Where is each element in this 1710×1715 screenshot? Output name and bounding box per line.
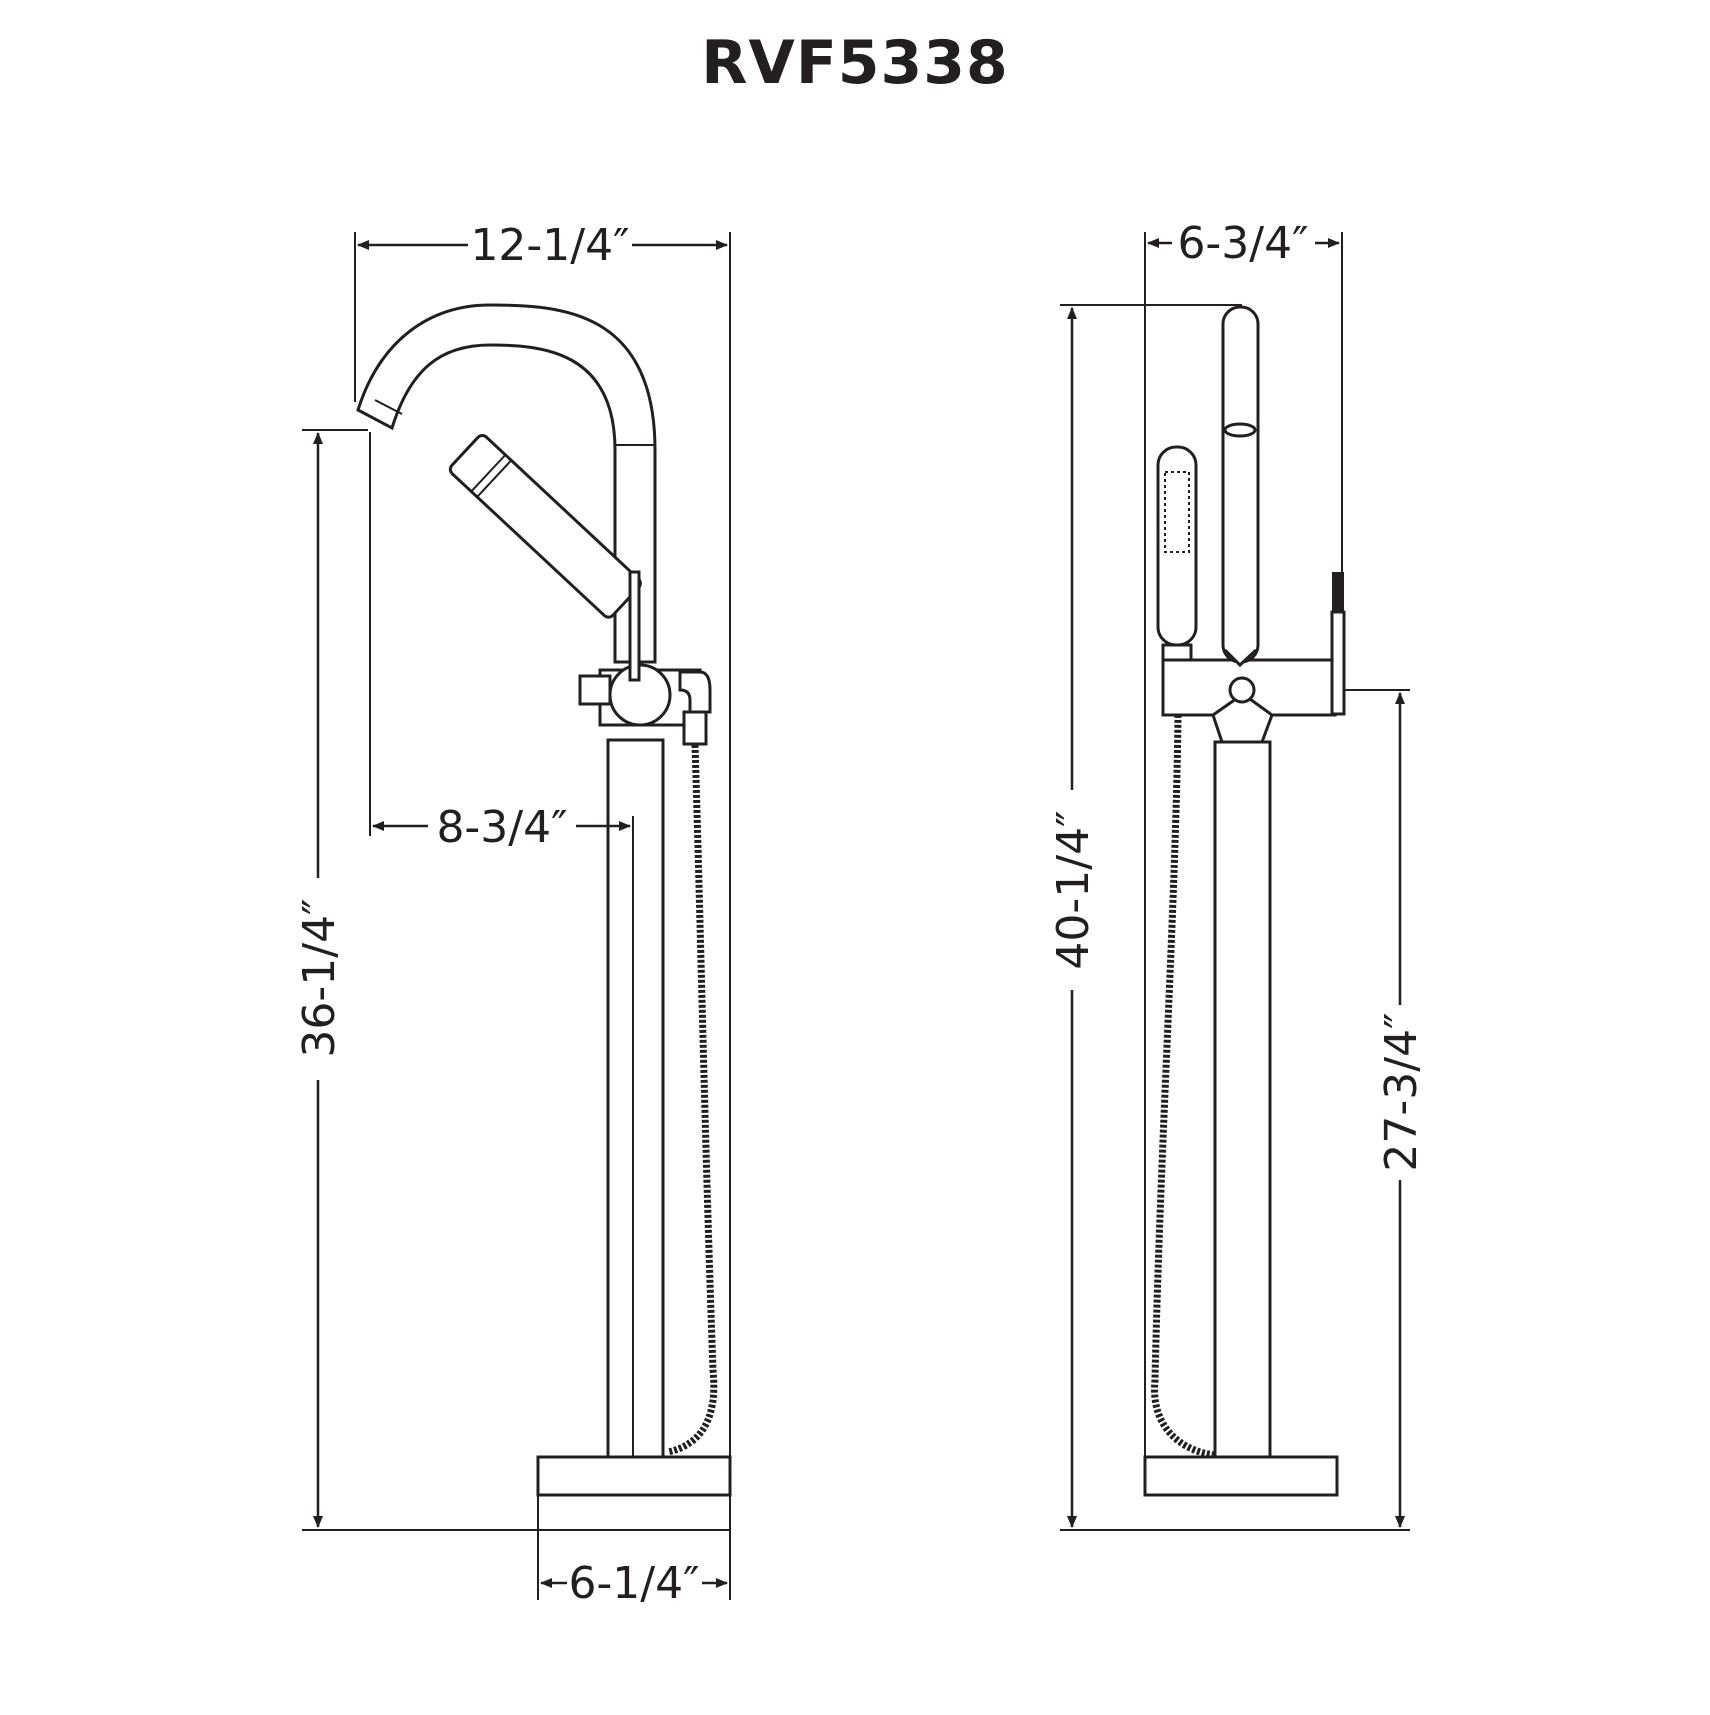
side-hose: [1151, 714, 1216, 1459]
front-spout-tip-seam: [374, 399, 403, 415]
front-spout: [356, 303, 657, 664]
side-spout-joint: [1223, 648, 1258, 668]
side-valve-knob: [1228, 676, 1256, 704]
dim-depth: 6-3/4″: [1177, 218, 1308, 269]
side-lever-handle: [1330, 610, 1346, 716]
front-hand-shower: [448, 434, 642, 619]
model-title: RVF5338: [701, 28, 1009, 98]
side-lever-grip: [1332, 572, 1344, 612]
front-view: 12-1/4″ 8-3/4″ 36-1/4″ 6-1/4″: [294, 220, 732, 1609]
front-valve-stub: [578, 674, 612, 706]
front-hose: [667, 744, 718, 1456]
side-hand-shower: [1156, 445, 1198, 647]
dim-handle-height: 27-3/4″: [1376, 1012, 1427, 1171]
dim-overall-height: 40-1/4″: [1048, 810, 1099, 969]
front-standpipe: [606, 738, 665, 1459]
side-shower-holder: [1161, 643, 1193, 662]
dim-spout-reach: 8-3/4″: [436, 802, 567, 853]
dim-base-width: 6-1/4″: [568, 1558, 699, 1609]
front-lever-handle: [628, 570, 641, 682]
side-view: 6-3/4″ 40-1/4″ 27-3/4″: [1048, 218, 1427, 1531]
dim-overall-width: 12-1/4″: [470, 220, 629, 271]
side-spout: [1221, 305, 1260, 664]
side-shower-head-pattern: [1164, 471, 1190, 553]
front-base-plate: [536, 1455, 732, 1497]
side-spout-outlet: [1223, 422, 1257, 438]
side-base-plate: [1143, 1455, 1339, 1497]
dim-spout-height: 36-1/4″: [294, 898, 345, 1057]
side-standpipe: [1213, 740, 1272, 1459]
front-hose-connector: [682, 710, 708, 746]
